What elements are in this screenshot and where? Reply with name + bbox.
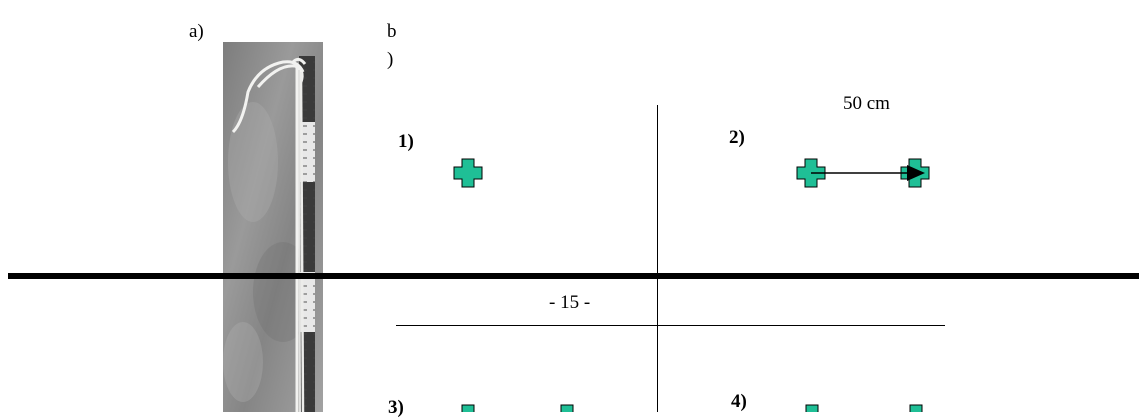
right-arrow-icon	[811, 163, 931, 183]
cross-marker-icon	[453, 158, 483, 188]
quadrant-label-1: 1)	[398, 132, 414, 151]
cross-marker-icon	[556, 404, 578, 412]
cross-marker-icon	[905, 404, 927, 412]
quadrant-label-2: 2)	[729, 128, 745, 147]
quadrant-label-4: 4)	[731, 392, 747, 411]
rope-photo	[223, 42, 323, 412]
label-b: b	[387, 22, 397, 41]
quadrant-divider-horizontal	[396, 325, 945, 326]
page-break-bar	[8, 273, 1139, 279]
quadrant-divider-vertical-top	[657, 105, 658, 273]
label-a: a)	[189, 22, 204, 41]
cross-marker-icon	[801, 404, 823, 412]
label-b-paren: )	[387, 50, 393, 69]
quadrant-divider-vertical-bottom	[657, 279, 658, 412]
rope-photo-image	[223, 42, 323, 412]
page-number: - 15 -	[549, 293, 590, 312]
cross-marker-icon	[457, 404, 479, 412]
distance-label: 50 cm	[843, 94, 890, 113]
quadrant-label-3: 3)	[388, 398, 404, 417]
